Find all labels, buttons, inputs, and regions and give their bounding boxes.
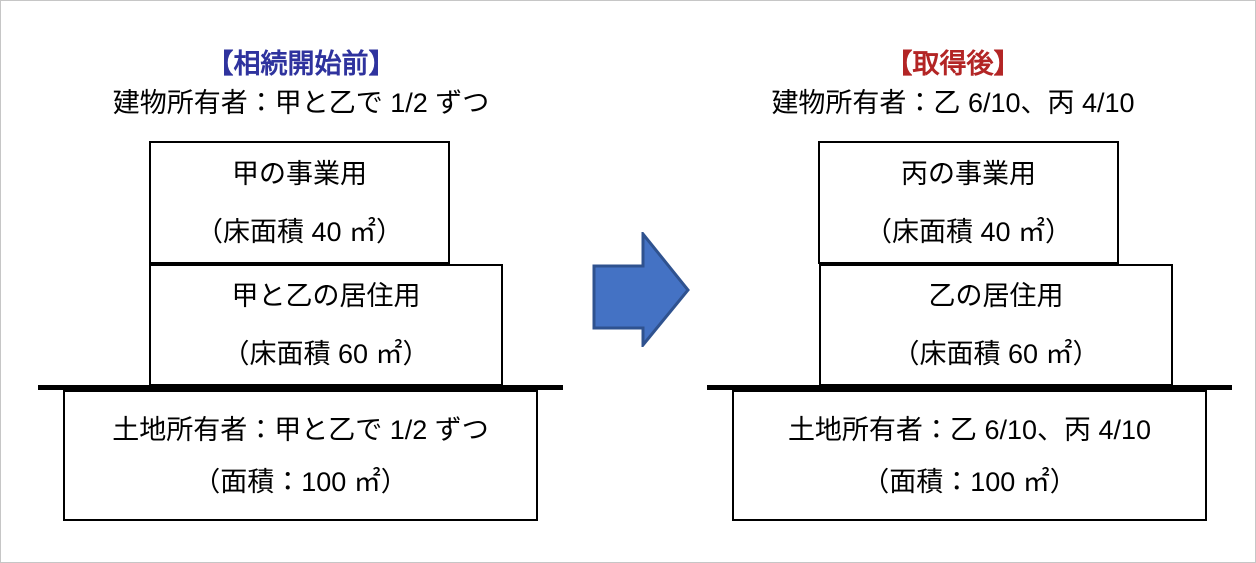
building-owner-after-label: 建物所有者：乙 6/10、丙 4/10 xyxy=(771,88,1135,118)
panel-after-title: 【取得後】 xyxy=(885,49,1021,80)
lower-floor-use-label: 甲と乙の居住用 xyxy=(231,281,421,311)
lower-floor-area-label: （床面積 60 ㎡） xyxy=(892,339,1100,369)
upper-floor-box-before: 甲の事業用 （床面積 40 ㎡） xyxy=(149,141,450,264)
upper-floor-use-label: 甲の事業用 xyxy=(232,158,367,189)
lower-floor-use-label: 乙の居住用 xyxy=(928,281,1064,311)
land-box-after: 土地所有者：乙 6/10、丙 4/10 （面積：100 ㎡） xyxy=(732,390,1207,521)
lower-floor-area-label: （床面積 60 ㎡） xyxy=(222,339,430,369)
upper-floor-box-after: 丙の事業用 （床面積 40 ㎡） xyxy=(818,141,1119,264)
lower-floor-box-after: 乙の居住用 （床面積 60 ㎡） xyxy=(819,264,1173,386)
upper-floor-area-label: （床面積 40 ㎡） xyxy=(864,216,1073,247)
building-owner-before-label: 建物所有者：甲と乙で 1/2 ずつ xyxy=(112,88,490,118)
ground-line-before xyxy=(38,385,563,390)
right-arrow-icon xyxy=(592,232,691,347)
land-area-label: （面積：100 ㎡） xyxy=(193,466,408,497)
panel-before-title: 【相続開始前】 xyxy=(206,49,396,80)
land-owner-label: 土地所有者：甲と乙で 1/2 ずつ xyxy=(112,414,489,445)
land-box-before: 土地所有者：甲と乙で 1/2 ずつ （面積：100 ㎡） xyxy=(63,390,538,521)
upper-floor-use-label: 丙の事業用 xyxy=(901,158,1036,189)
land-area-label: （面積：100 ㎡） xyxy=(862,466,1077,497)
lower-floor-box-before: 甲と乙の居住用 （床面積 60 ㎡） xyxy=(149,264,503,386)
land-owner-label: 土地所有者：乙 6/10、丙 4/10 xyxy=(787,414,1152,445)
panel-after-acquisition: 【取得後】 建物所有者：乙 6/10、丙 4/10 丙の事業用 （床面積 40 … xyxy=(629,1,1255,562)
panel-before-inheritance: 【相続開始前】 建物所有者：甲と乙で 1/2 ずつ 甲の事業用 （床面積 40 … xyxy=(1,1,629,562)
upper-floor-area-label: （床面積 40 ㎡） xyxy=(195,216,404,247)
ground-line-after xyxy=(707,385,1232,390)
